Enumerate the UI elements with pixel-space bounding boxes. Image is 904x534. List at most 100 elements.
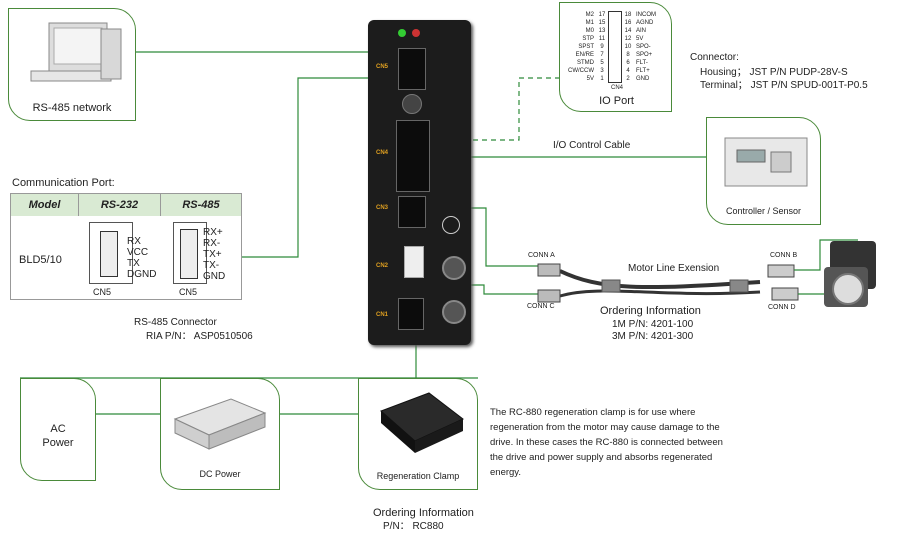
- motor-image: [822, 237, 880, 309]
- io-conn-label: CN4: [611, 85, 624, 91]
- io-right-pin: 5V: [636, 36, 644, 42]
- rs232-pin-2: TX: [127, 258, 140, 269]
- motor-ordering-1: 1M P/N: 4201-100: [612, 319, 694, 330]
- ground-symbol: [442, 216, 460, 234]
- comm-port-title: Communication Port:: [12, 177, 115, 189]
- motor-to-connb: [794, 239, 858, 271]
- io-right-pin: FLT-: [636, 60, 648, 66]
- rs485-pin-0: RX+: [203, 227, 223, 238]
- comm-port-table: Model RS-232 RS-485 BLD5/10 RX VCC TX DG…: [10, 193, 242, 300]
- rs485-network-box: RS-485 network: [8, 8, 136, 121]
- conn-a-label: CONN A: [528, 252, 555, 259]
- rs485-connector-pn: RIA P/N： ASP0510506: [146, 331, 253, 342]
- io-left-num: 15: [598, 20, 606, 26]
- io-connector-body: [608, 11, 622, 83]
- rs485-pin-3: TX-: [203, 260, 220, 271]
- cable-sleeve-2: [729, 279, 749, 293]
- motor-cable: [559, 269, 761, 290]
- rs485-pin-4: GND: [203, 271, 226, 282]
- io-left-num: 3: [600, 68, 604, 74]
- io-left-pin: STMD: [577, 60, 594, 66]
- cn3-port: [398, 196, 426, 228]
- io-left-num: 11: [598, 36, 606, 42]
- connector-title: Connector:: [690, 52, 739, 63]
- conn-b-label: CONN B: [770, 252, 798, 259]
- io-right-pin: SPO+: [636, 52, 653, 58]
- io-right-num: 4: [626, 68, 630, 74]
- rs485-conn-label: CN5: [179, 287, 198, 297]
- io-left-pin: STP: [582, 36, 594, 42]
- ac-power-line1: AC: [50, 423, 66, 435]
- io-left-num: 5: [600, 60, 604, 66]
- power-supply-icon: [173, 398, 267, 450]
- controller-label: Controller / Sensor: [725, 206, 802, 216]
- io-left-pin: M2: [585, 12, 594, 18]
- connector-housing: Housing； JST P/N PUDP-28V-S: [700, 67, 848, 78]
- header-model: Model: [11, 194, 79, 216]
- io-left-pin: M0: [585, 28, 594, 34]
- conn-a-plug: [537, 263, 561, 277]
- rs485-connector-title: RS-485 Connector: [134, 317, 217, 328]
- cn4-port: [396, 120, 430, 192]
- regen-ordering-pn: P/N： RC880: [383, 521, 444, 532]
- cn1-port: [398, 298, 424, 330]
- header-rs232: RS-232: [79, 194, 161, 216]
- conn-c-label: CONN C: [527, 303, 555, 310]
- io-left-pin: EN/RE: [575, 52, 594, 58]
- ac-power-line2: Power: [42, 437, 74, 449]
- motor-line-label: Motor Line Exension: [628, 263, 720, 274]
- connector-terminal: Terminal； JST P/N SPUD-001T-P0.5: [700, 80, 868, 91]
- cn5-label: CN5: [376, 64, 389, 70]
- io-port-title: IO Port: [599, 95, 634, 107]
- conn-c-plug: [537, 289, 561, 303]
- rs485-pin-2: TX+: [203, 249, 222, 260]
- io-right-num: 2: [626, 76, 630, 82]
- header-rs485: RS-485: [161, 194, 241, 216]
- dc-power-box: DC Power: [160, 378, 280, 490]
- io-left-num: 9: [600, 44, 604, 50]
- io-left-num: 1: [600, 76, 604, 82]
- rs232-pin-0: RX: [127, 236, 141, 247]
- cn1-label: CN1: [376, 312, 389, 318]
- conn-d-label: CONN D: [768, 304, 796, 311]
- led-red: [412, 29, 420, 37]
- io-left-num: 7: [600, 52, 604, 58]
- plc-icon: [724, 137, 808, 187]
- io-right-num: 6: [626, 60, 630, 66]
- io-right-pin: INCOM: [636, 12, 656, 18]
- rs232-connector: [89, 222, 133, 284]
- io-right-num: 10: [624, 44, 632, 50]
- regen-clamp-label: Regeneration Clamp: [376, 471, 460, 481]
- cable-sleeve: [601, 279, 621, 293]
- screw-top: [442, 256, 466, 280]
- model-value: BLD5/10: [19, 254, 62, 266]
- io-left-pin: 5V: [586, 76, 594, 82]
- ac-power-box: AC Power: [20, 378, 96, 481]
- io-left-pin: SPST: [578, 44, 594, 50]
- io-right-pin: AIN: [636, 28, 647, 34]
- regen-clamp-icon: [380, 392, 464, 453]
- io-right-pin: SPO-: [636, 44, 651, 50]
- cn5-port: [398, 48, 426, 90]
- regen-ordering-title: Ordering Information: [373, 507, 474, 519]
- io-right-num: 18: [624, 12, 632, 18]
- comm-port-line: [242, 77, 402, 258]
- io-right-pin: AGND: [636, 20, 654, 26]
- controller-box: Controller / Sensor: [706, 117, 821, 225]
- io-cable-label: I/O Control Cable: [553, 140, 631, 151]
- io-right-num: 14: [624, 28, 632, 34]
- io-port-dashed-line: [433, 77, 560, 141]
- conn-b-plug: [767, 264, 795, 278]
- screw-bottom: [442, 300, 466, 324]
- cn2-port: [404, 246, 424, 278]
- io-left-num: 13: [598, 28, 606, 34]
- cn2-label: CN2: [376, 263, 389, 269]
- cn3-label: CN3: [376, 205, 389, 211]
- io-left-pin: CW/CCW: [568, 68, 594, 74]
- rs485-pin-1: RX-: [203, 238, 221, 249]
- computer-icon: [30, 22, 122, 82]
- rs485-connector: [173, 222, 207, 284]
- io-right-num: 8: [626, 52, 630, 58]
